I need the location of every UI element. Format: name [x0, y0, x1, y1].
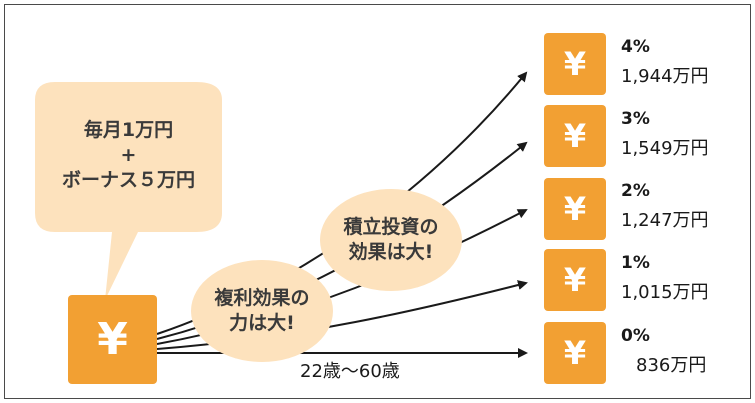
outcome-yen-box-1pct: ¥ — [544, 249, 606, 311]
outcome-yen-box-4pct: ¥ — [544, 33, 606, 95]
yen-icon: ¥ — [563, 117, 587, 155]
amount-label-0pct: 836万円 — [636, 355, 707, 376]
note-investment-ellipse — [320, 189, 462, 291]
note-compound-line1: 複利効果の — [214, 287, 310, 309]
outcome-yen-box-2pct: ¥ — [544, 178, 606, 240]
rate-label-0pct: 0% — [621, 326, 650, 346]
rate-label-2pct: 2% — [621, 181, 650, 201]
amount-label-3pct: 1,549万円 — [621, 138, 709, 159]
bubble-line-plus: + — [120, 144, 137, 167]
note-investment-text: 積立投資の 効果は大! — [320, 215, 462, 265]
bubble-line-monthly: 毎月1万円 — [83, 119, 174, 141]
outcome-yen-box-0pct: ¥ — [544, 322, 606, 384]
speech-bubble-text: 毎月1万円 + ボーナス５万円 — [35, 118, 222, 193]
yen-icon: ¥ — [563, 334, 587, 372]
amount-label-4pct: 1,944万円 — [621, 66, 709, 87]
amount-label-2pct: 1,247万円 — [621, 210, 709, 231]
yen-icon: ¥ — [563, 45, 587, 83]
rate-label-4pct: 4% — [621, 37, 650, 57]
period-label: 22歳〜60歳 — [300, 361, 400, 382]
speech-bubble-shape — [35, 82, 222, 300]
note-compound-line2: 力は大! — [229, 312, 295, 335]
yen-icon: ¥ — [563, 190, 587, 228]
rate-label-1pct: 1% — [621, 253, 650, 273]
note-compound-text: 複利効果の 力は大! — [191, 286, 333, 336]
bubble-line-bonus: ボーナス５万円 — [61, 169, 195, 192]
start-yen-box: ¥ — [68, 295, 157, 384]
amount-label-1pct: 1,015万円 — [621, 282, 709, 303]
yen-icon: ¥ — [563, 261, 587, 299]
note-investment-line2: 効果は大! — [348, 241, 434, 264]
note-investment-line1: 積立投資の — [343, 216, 439, 238]
note-compound-ellipse — [191, 260, 333, 362]
outcome-yen-box-3pct: ¥ — [544, 105, 606, 167]
yen-icon: ¥ — [97, 314, 128, 365]
rate-label-3pct: 3% — [621, 109, 650, 129]
